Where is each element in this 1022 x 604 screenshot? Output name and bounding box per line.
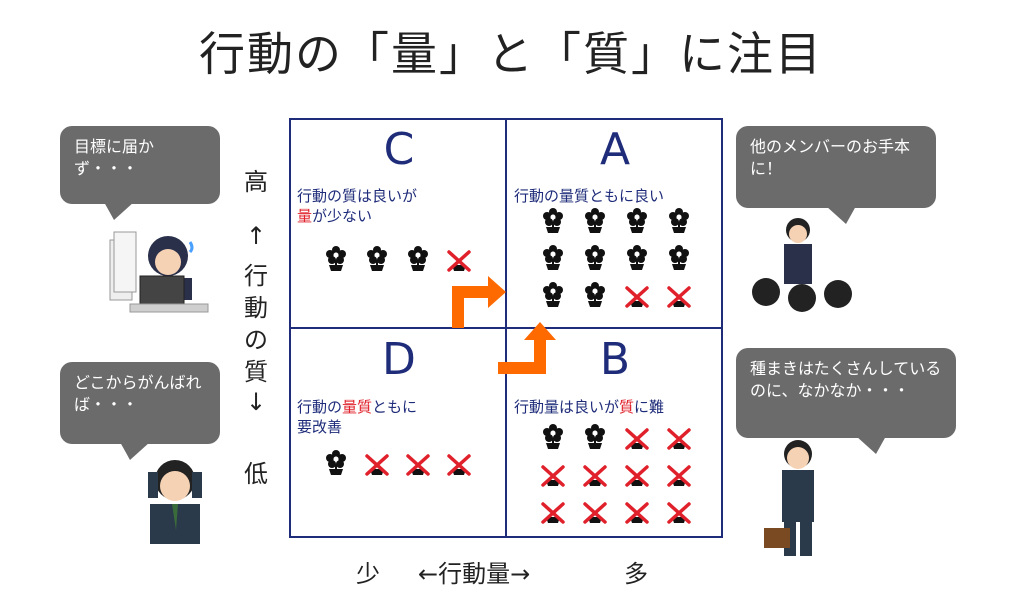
quadrant-c-desc-line1: 行動の質は良いが [297,187,418,205]
flower-pot-icon [326,450,346,475]
team-leader-illustration [752,218,852,312]
flower-pot-icon [543,245,563,270]
y-axis-low: 低 [244,460,268,488]
flower-pot-icon [408,246,428,271]
y-axis-arrow-up: ↑ [245,222,267,250]
crossed-flower-pot-icon [667,502,691,524]
crossed-flower-pot-icon [447,454,471,476]
flower-pot-icon [669,245,689,270]
quadrant-d-desc: 行動の量質ともに 要改善 [297,397,417,437]
quadrant-d-desc-a: 行動の [297,398,343,416]
flower-pot-icon [627,208,647,233]
confused-businessman-illustration [148,460,202,544]
speech-bubble-top-left: 目標に届かず・・・ [60,126,220,220]
quadrant-d-desc-red: 量質 [342,398,373,416]
x-axis-low: 少 [356,560,380,588]
crossed-flower-pot-icon [541,465,565,487]
crossed-flower-pot-icon [583,465,607,487]
flower-pot-icon [585,208,605,233]
flower-pot-icon [585,245,605,270]
quadrant-b-desc-red: 質 [619,398,635,416]
flower-pot-icon [367,246,387,271]
flower-pot-icon [326,246,346,271]
crossed-flower-pot-icon [625,502,649,524]
quadrant-c-desc-line2: が少ない [312,207,373,225]
x-axis-label: ←行動量→ [418,560,531,588]
page-title: 行動の「量」と「質」に注目 [199,27,823,81]
speech-bubble-top-right-text: 他のメンバーのお手本に！ [750,137,911,178]
quadrant-b-desc: 行動量は良いが質に難 [514,397,664,417]
speech-bubble-bottom-right: 種まきはたくさんしているのに、なかなか・・・ [736,348,956,454]
speech-bubble-top-right: 他のメンバーのお手本に！ [736,126,936,224]
worried-office-worker-illustration [109,231,209,313]
flower-pot-icon [585,424,605,449]
quadrant-b-desc-a: 行動量は良いが [514,398,620,416]
crossed-flower-pot-icon [667,465,691,487]
quadrant-d-desc-b: ともに [372,398,418,416]
crossed-flower-pot-icon [406,454,430,476]
y-axis-char-2: 動 [244,294,268,322]
crossed-flower-pot-icon [583,502,607,524]
flower-pot-icon [627,245,647,270]
crossed-flower-pot-icon [667,286,691,308]
crossed-flower-pot-icon [365,454,389,476]
flower-pot-icon [543,208,563,233]
quadrant-c-desc-red: 量 [297,207,313,225]
grid-horizontal-divider [289,327,723,329]
speech-bubble-bottom-left-text: どこからがんばれば・・・ [74,373,202,414]
quadrant-b-letter: B [599,334,631,385]
y-axis-high: 高 [244,168,268,196]
tired-businessman-illustration [764,440,814,556]
crossed-flower-pot-icon [625,428,649,450]
y-axis-char-3: の [244,326,268,354]
y-axis-char-1: 行 [244,262,268,290]
arrow-b-to-a-icon [498,322,556,374]
flower-pot-icon [543,424,563,449]
flower-pot-icon [585,282,605,307]
crossed-flower-pot-icon [667,428,691,450]
quadrant-a-desc: 行動の量質ともに良い [514,187,665,205]
x-axis-high: 多 [624,560,648,588]
quadrant-d-desc-c: 要改善 [297,418,343,436]
quadrant-a-letter: A [599,124,631,175]
crossed-flower-pot-icon [625,465,649,487]
quadrant-b-desc-b: に難 [634,398,665,416]
crossed-flower-pot-icon [447,250,471,272]
flower-pot-icon [543,282,563,307]
y-axis-char-4: 質 [244,358,268,386]
crossed-flower-pot-icon [625,286,649,308]
quadrant-c-desc: 行動の質は良いが 量が少ない [297,186,417,226]
speech-bubble-top-left-text: 目標に届かず・・・ [74,137,155,178]
speech-bubble-bottom-right-text: 種まきはたくさんしているのに、なかなか・・・ [750,359,942,400]
quadrant-d-letter: D [382,334,416,385]
flower-pot-icon [669,208,689,233]
arrow-c-to-a-icon [452,276,506,328]
y-axis-arrow-down: ↓ [245,388,267,416]
crossed-flower-pot-icon [541,502,565,524]
speech-bubble-bottom-left: どこからがんばれば・・・ [60,362,220,460]
quadrant-c-letter: C [383,124,415,175]
